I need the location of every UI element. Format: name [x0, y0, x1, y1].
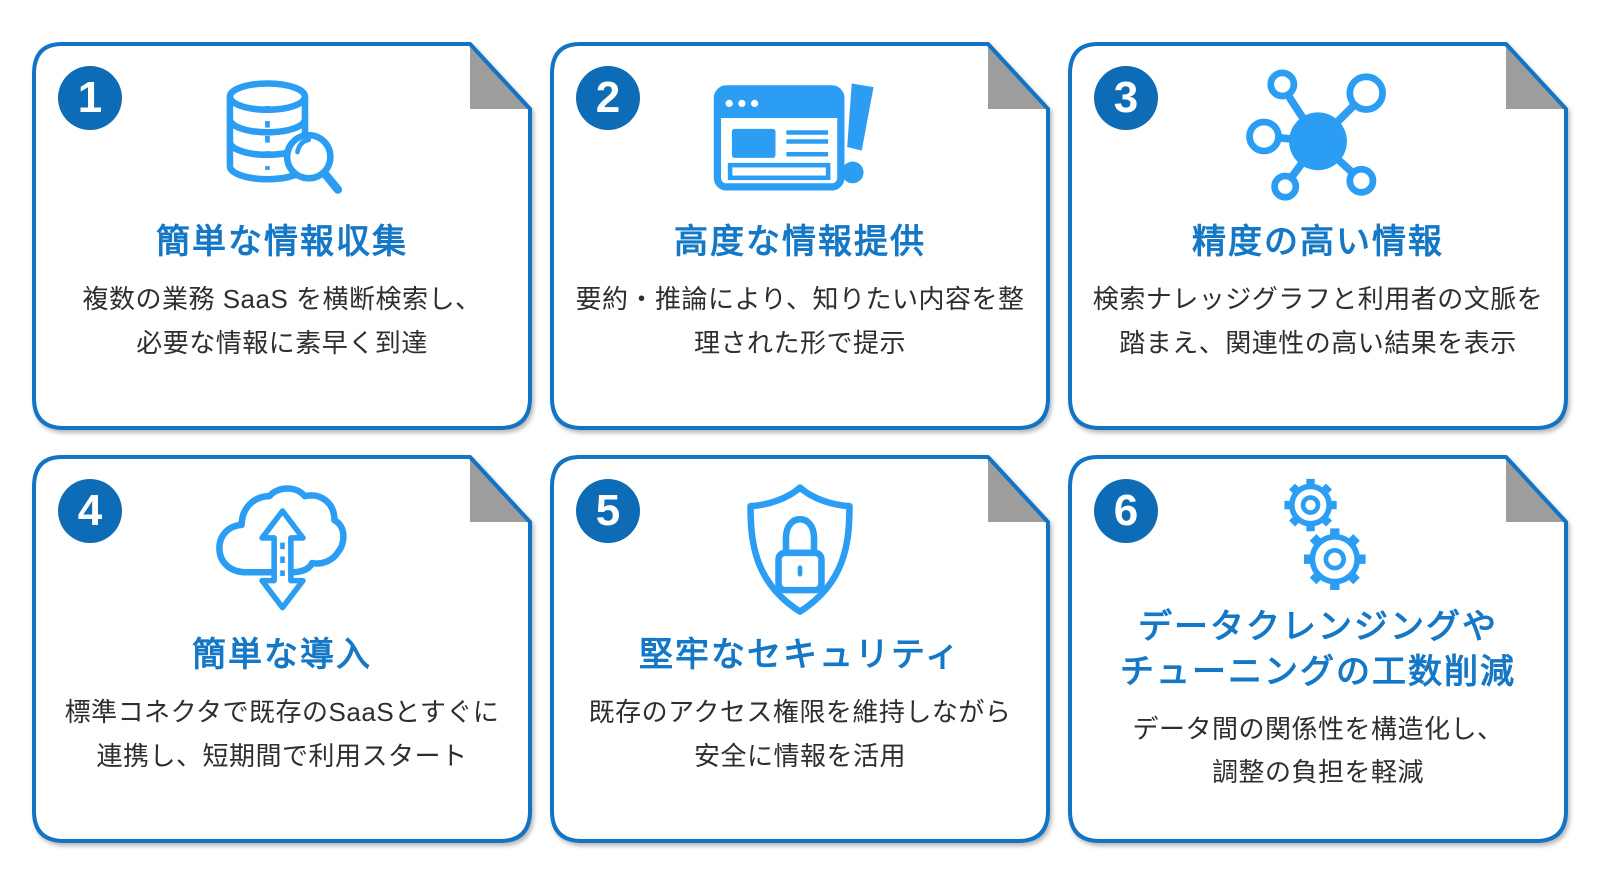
feature-grid: 1 簡単な情報収集	[32, 42, 1568, 843]
card-number: 3	[1113, 73, 1139, 122]
card-number: 4	[77, 486, 103, 535]
cloud-sync-icon	[215, 484, 350, 620]
card-paper-shape	[550, 455, 1050, 843]
card-paper-shape	[1068, 455, 1568, 843]
card-paper-shape	[32, 42, 532, 430]
feature-card-1: 1 簡単な情報収集	[32, 42, 532, 430]
feature-card-4: 4 簡単な導入 標準コネクタで既存のSaaSとすぐに 連携し、短期間で利用スター…	[32, 455, 532, 843]
card-number-badge: 2	[576, 66, 640, 130]
card-title: 精度の高い情報	[1192, 223, 1444, 261]
card-number: 5	[595, 486, 621, 535]
database-search-icon	[217, 76, 347, 203]
card-number-badge: 1	[58, 66, 122, 130]
card-description: 検索ナレッジグラフと利用者の文脈を 踏まえ、関連性の高い結果を表示	[1092, 283, 1544, 358]
feature-card-6: 6	[1068, 455, 1568, 843]
shield-lock-icon	[736, 480, 864, 625]
card-paper-shape	[1068, 42, 1568, 430]
card-title: 簡単な情報収集	[156, 223, 408, 261]
card-number-badge: 6	[1094, 479, 1158, 543]
card-title: 高度な情報提供	[674, 223, 926, 261]
card-description: 要約・推論により、知りたい内容を整 理された形で提示	[575, 283, 1025, 358]
card-description: 既存のアクセス権限を維持しながら 安全に情報を活用	[588, 696, 1012, 771]
card-number: 1	[77, 73, 103, 122]
knowledge-graph-icon	[1243, 69, 1393, 209]
feature-card-5: 5 堅牢なセキュリティ 既存のアクセス権限を維持しながら 安全に情報を活用	[550, 455, 1050, 843]
card-number-badge: 4	[58, 479, 122, 543]
card-title: 簡単な導入	[192, 636, 372, 674]
card-title: データクレンジングや チューニングの工数削減	[1120, 608, 1516, 691]
gears-icon	[1262, 473, 1374, 600]
card-title: 堅牢なセキュリティ	[639, 636, 961, 674]
feature-card-3: 3	[1068, 42, 1568, 430]
card-paper-shape	[550, 42, 1050, 430]
card-number-badge: 3	[1094, 66, 1158, 130]
card-description: 標準コネクタで既存のSaaSとすぐに 連携し、短期間で利用スタート	[64, 696, 500, 771]
card-description: 複数の業務 SaaS を横断検索し、 必要な情報に素早く到達	[82, 283, 482, 358]
card-number: 2	[595, 73, 621, 122]
card-description: データ間の関係性を構造化し、 調整の負担を軽減	[1132, 713, 1504, 788]
card-paper-shape	[32, 455, 532, 843]
feature-card-2: 2	[550, 42, 1050, 430]
card-number: 6	[1113, 486, 1139, 535]
browser-alert-icon	[705, 78, 895, 201]
card-number-badge: 5	[576, 479, 640, 543]
